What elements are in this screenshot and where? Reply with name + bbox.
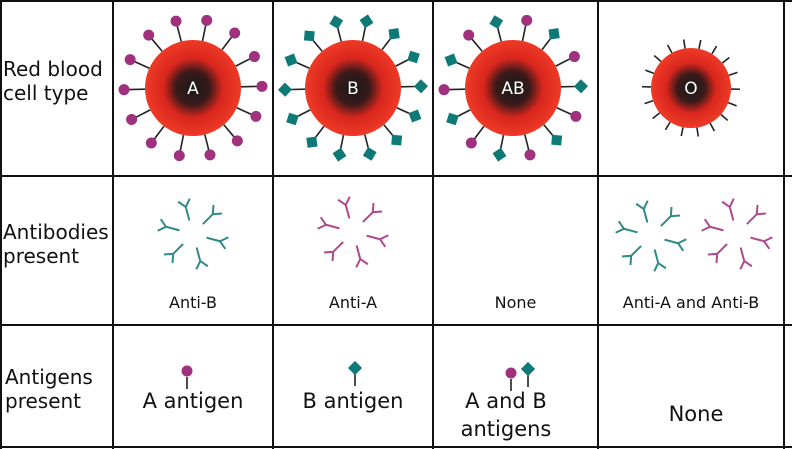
b-antigen-icon	[388, 28, 399, 39]
cell-type-letter: A	[187, 79, 199, 99]
red-blood-cell-b: B	[278, 14, 428, 161]
row-label-antigens: Antigens present	[5, 365, 93, 413]
a-antigen-icon	[249, 51, 260, 62]
b-antigen-icon	[446, 113, 459, 126]
b-antigen-icon	[407, 51, 420, 64]
anti-b-antibody-icon	[616, 201, 687, 272]
red-blood-cell-ab: AB	[439, 15, 589, 162]
a-antigen-icon	[439, 84, 450, 95]
b-antigen-icon	[360, 14, 374, 28]
b-antigen-icon	[304, 30, 315, 41]
b-antigen-icon	[409, 110, 422, 123]
anti-b-antibody-icon	[158, 199, 229, 270]
b-antigen-icon	[286, 113, 299, 126]
b-antigen-icon	[489, 15, 503, 29]
a-antigen-icon	[569, 51, 580, 62]
a-antigen-icon	[201, 15, 212, 26]
cell-type-letter: B	[347, 79, 359, 99]
a-antigen-icon	[174, 150, 185, 161]
a-antigen-icon	[463, 30, 474, 41]
b-antigen-icon	[414, 79, 428, 93]
a-antigen-icon	[171, 16, 182, 27]
antigens-text-a: A antigen	[113, 387, 273, 415]
a-antigen-icon	[126, 114, 137, 125]
antigens-text-ab: A and B antigens	[411, 387, 601, 443]
b-antigen-icon	[363, 147, 377, 161]
b-antigen-icon	[493, 148, 507, 162]
cell-type-letter: O	[684, 79, 697, 99]
a-antigen-icon	[466, 137, 477, 148]
a-antigen-icon	[256, 81, 267, 92]
b-antigen-icon	[445, 54, 458, 67]
a-antigen-icon	[229, 28, 240, 39]
a-antigen-icon	[524, 149, 535, 160]
b-antigen-icon	[521, 362, 535, 376]
b-antigen-icon	[306, 137, 317, 148]
antibody-caption-a: Anti-B	[113, 293, 273, 312]
red-blood-cell-a: A	[119, 15, 268, 161]
antibody-caption-b: Anti-A	[273, 293, 433, 312]
row-label-antibodies: Antibodies present	[3, 220, 109, 268]
a-antigen-icon	[143, 30, 154, 41]
row-label-cell-type: Red blood cell type	[3, 57, 103, 105]
b-antigen-icon	[333, 148, 347, 162]
a-antigen-icon	[232, 135, 243, 146]
a-antigen-icon	[146, 137, 157, 148]
a-antigen-icon	[250, 111, 261, 122]
a-antigen-icon	[125, 54, 136, 65]
cell-type-letter: AB	[501, 79, 524, 99]
anti-a-antibody-icon	[702, 199, 773, 270]
anti-a-antibody-icon	[318, 197, 389, 268]
b-antigen-icon	[348, 361, 362, 375]
b-antigen-icon	[551, 135, 562, 146]
a-antigen-icon	[182, 366, 193, 377]
b-antigen-icon	[278, 83, 292, 97]
antigens-text-b: B antigen	[273, 387, 433, 415]
a-antigen-icon	[204, 149, 215, 160]
antigens-text-o: None	[598, 400, 792, 428]
b-antigen-icon	[548, 28, 559, 39]
a-antigen-icon	[570, 111, 581, 122]
b-antigen-icon	[391, 135, 402, 146]
b-antigen-icon	[285, 54, 298, 67]
a-antigen-icon	[506, 368, 517, 379]
a-antigen-icon	[119, 84, 130, 95]
b-antigen-icon	[574, 79, 588, 93]
b-antigen-icon	[329, 15, 343, 29]
a-antigen-icon	[521, 15, 532, 26]
antibody-caption-o: Anti-A and Anti-B	[598, 293, 784, 312]
red-blood-cell-o: O	[642, 40, 740, 137]
antibody-caption-ab: None	[433, 293, 598, 312]
